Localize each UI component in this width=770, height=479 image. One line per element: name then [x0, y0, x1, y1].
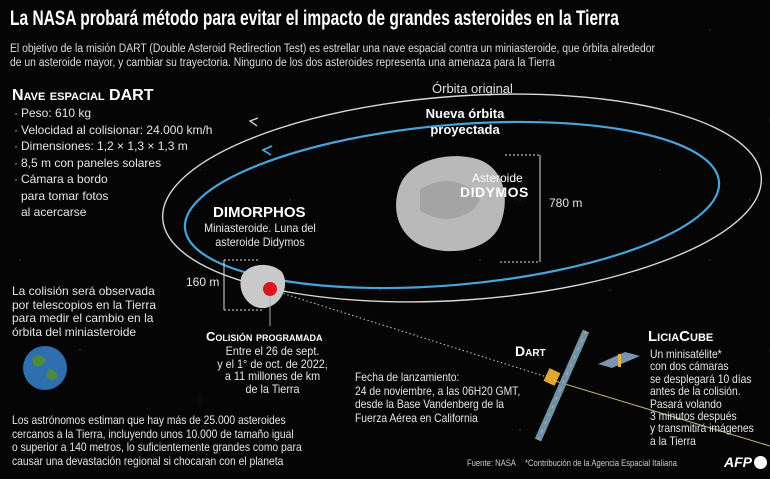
original-orbit-label: Órbita original	[432, 81, 513, 96]
earth-icon	[23, 346, 67, 390]
observation-text: La colisión será observada por telescopi…	[12, 284, 157, 339]
new-orbit	[183, 120, 721, 290]
spec-item: Peso: 610 kg	[14, 105, 212, 122]
spec-item: Velocidad al colisionar: 24.000 km/h	[14, 122, 212, 139]
asteroids-note-line: cercanos a la Tierra, incluyendo unos 10…	[12, 426, 294, 441]
dimorphos-desc: Miniasteroide. Luna del asteroide Didymo…	[202, 221, 319, 249]
new-orbit-label-line: Nueva órbita	[425, 106, 505, 121]
liciacube-line: antes de la colisión.	[650, 384, 741, 399]
new-orbit-label: Nueva órbita proyectada	[410, 106, 520, 138]
page-title: La NASA probará método para evitar el im…	[10, 7, 619, 30]
liciacube-line: a la Tierra	[650, 433, 696, 448]
observation-line: para medir el cambio en la	[12, 311, 154, 325]
asteroids-note-line: Los astrónomos estiman que hay más de 25…	[12, 413, 286, 427]
didymos-name: DIDYMOS	[460, 184, 529, 200]
orbit-arrow-icon	[261, 145, 273, 156]
liciacube-line: y transmitirá imágenes	[650, 421, 754, 436]
afp-logo: AFP	[724, 454, 767, 470]
spec-item: Dimensiones: 1,2 × 1,3 × 1,3 m	[14, 138, 212, 155]
dimorphos-name: DIMORPHOS	[213, 204, 306, 221]
dart-spacecraft	[534, 329, 590, 442]
didymos-size: 780 m	[549, 196, 583, 210]
dimorphos-asteroid	[240, 264, 286, 309]
liciacube-line: Pasará volando	[650, 396, 722, 411]
dart-specs-list: Peso: 610 kg Velocidad al colisionar: 24…	[13, 105, 212, 221]
launch-line: desde la Base Vandenberg de la	[355, 397, 504, 411]
launch-line: 24 de noviembre, a las 06H20 GMT,	[355, 383, 521, 398]
dart-specs-heading: Nave espacial DART	[12, 87, 154, 104]
dimorphos-size: 160 m	[186, 275, 220, 289]
liciacube-line: Un minisatélite*	[650, 347, 722, 361]
spec-item-cont: para tomar fotos	[21, 188, 109, 203]
source-note: Fuente: NASA	[467, 458, 516, 468]
liciacube-trajectory	[554, 380, 770, 447]
spec-item: 8,5 m con paneles solares	[14, 155, 212, 172]
dimorphos-desc-line: Miniasteroide. Luna del	[204, 221, 316, 235]
asteroids-note-line: o superior a 140 metros, lo suficienteme…	[12, 440, 302, 454]
liciacube-heading: LiciaCube	[648, 328, 714, 345]
liciacube-satellite	[598, 352, 640, 368]
observation-line: La colisión será observada	[12, 284, 155, 298]
afp-logo-circle-icon	[754, 456, 767, 469]
original-orbit	[161, 93, 763, 303]
collision-details: Entre el 26 de sept. y el 1° de oct. de …	[212, 345, 334, 395]
dimorphos-desc-line: asteroide Didymos	[215, 234, 305, 249]
collision-line: Entre el 26 de sept.	[225, 344, 320, 358]
collision-line: y el 1° de oct. de 2022,	[217, 356, 328, 371]
collision-heading: Colisión programada	[206, 329, 323, 344]
liciacube-line: 3 minutos después	[650, 409, 737, 424]
dart-trajectory	[271, 289, 551, 379]
contribution-note: *Contribución de la Agencia Espacial Ita…	[525, 458, 677, 468]
didymos-asteroid	[396, 156, 505, 252]
subtitle-line: de un asteroide mayor, y cambiar su tray…	[10, 57, 555, 69]
dart-label: Dart	[515, 343, 546, 359]
spec-item-cont: al acercarse	[21, 205, 87, 219]
collision-line: a 11 millones de km	[224, 369, 321, 383]
didymos-label: Asteroide	[472, 171, 523, 185]
liciacube-line: con dos cámaras	[650, 359, 729, 374]
impact-point	[263, 282, 277, 296]
subtitle-line: El objetivo de la misión DART (Double As…	[10, 43, 655, 55]
observation-line: órbita del miniasteroide	[12, 324, 137, 339]
liciacube-details: Un minisatélite* con dos cámaras se desp…	[650, 347, 754, 448]
observation-line: por telescopios en la Tierra	[12, 297, 157, 312]
afp-logo-text: AFP	[724, 454, 752, 470]
orbit-arrow-icon	[248, 117, 259, 127]
launch-line: Fecha de lanzamiento:	[355, 370, 460, 384]
liciacube-line: se desplegará 10 días	[650, 371, 752, 386]
launch-info: Fecha de lanzamiento: 24 de noviembre, a…	[355, 370, 521, 425]
spec-item: Cámara a bordo	[14, 171, 212, 188]
collision-line: de la Tierra	[245, 381, 300, 396]
asteroids-note-line: causar una devastación regional si choca…	[12, 453, 284, 468]
launch-line: Fuerza Aérea en California	[355, 410, 478, 425]
new-orbit-label-line: proyectada	[430, 122, 500, 137]
asteroids-note: Los astrónomos estiman que hay más de 25…	[12, 413, 302, 468]
